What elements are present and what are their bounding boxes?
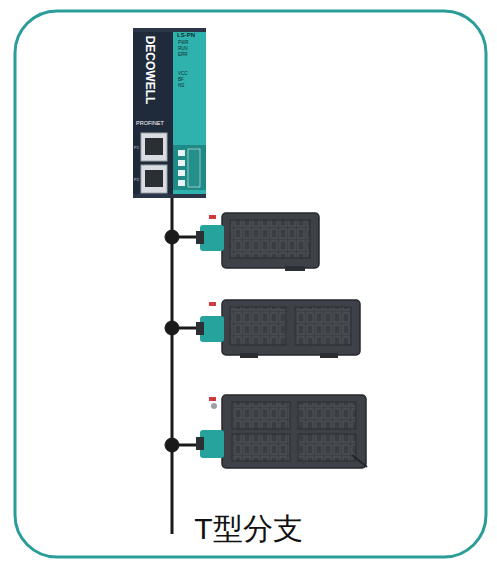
coupler-module [133, 28, 206, 198]
brand-label: DECOWELL [144, 36, 156, 105]
protocol-label: PROFINET [136, 121, 164, 127]
tap-points [165, 230, 200, 452]
indicator-label: LS-PN [177, 32, 195, 38]
caption: T型分支 [0, 512, 497, 545]
io-module [196, 395, 367, 468]
indicator-label: VCC [178, 72, 188, 77]
indicator-label: P1 [134, 146, 139, 150]
indicator-label: ERR [178, 53, 188, 58]
indicator-label: P2 [134, 178, 139, 182]
bus-line [171, 198, 174, 534]
coupler-module: DECOWELL LS-PN PWRRUNERR VCCBFNS PROFINET P1P… [133, 28, 206, 198]
frame [15, 11, 486, 557]
indicator-label: NS [178, 84, 184, 89]
indicator-label: PWR [178, 41, 189, 46]
indicator-label: BF [178, 78, 184, 83]
io-module [196, 213, 319, 271]
io-module [196, 300, 360, 358]
indicator-label: RUN [178, 47, 188, 52]
